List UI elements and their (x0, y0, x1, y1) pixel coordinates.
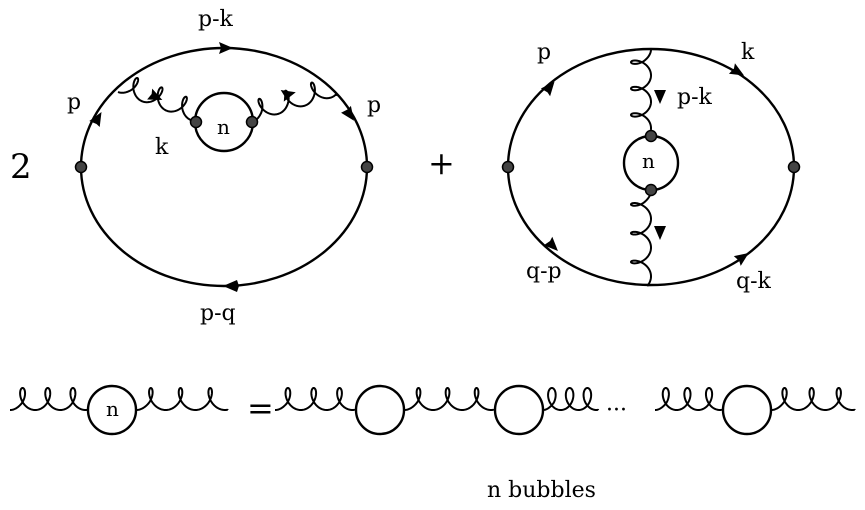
gluon-coil-right (251, 81, 337, 123)
vertex-right (787, 160, 801, 174)
arrow-top (219, 42, 233, 54)
label-top-right-momentum: k (741, 40, 755, 65)
label-bottom-right-momentum: q-k (736, 269, 771, 294)
quark-loop (79, 46, 369, 288)
bubble-chain-equation (10, 384, 856, 436)
vertex-left (501, 160, 515, 174)
equation-bubble-label-n: n (106, 397, 119, 421)
coefficient-two: 2 (10, 147, 32, 187)
label-left-momentum: p (67, 90, 82, 115)
label-right-momentum: p (367, 93, 382, 118)
ellipsis: ··· (606, 398, 627, 423)
label-top-momentum: p-k (198, 7, 233, 32)
arrow-gluon-top (654, 90, 666, 104)
vertex-bubble-top (644, 129, 658, 143)
vertex-bubble-left (189, 115, 203, 129)
bubble-label-n: n (217, 115, 230, 139)
lhs-coil-left (10, 387, 89, 412)
arrow-top-right (728, 63, 745, 76)
label-bottom-left-momentum: q-p (526, 259, 562, 284)
vertex-bubble-bottom (644, 183, 658, 197)
rhs-bubble-1 (354, 384, 406, 436)
rhs-coil-5 (771, 387, 856, 412)
diagram-one (74, 42, 374, 292)
lhs-coil-right (136, 387, 229, 412)
rhs-coil-2 (404, 387, 495, 412)
arrow-left (89, 111, 102, 128)
arrow-gluon-left (147, 88, 163, 100)
caption-n-bubbles: n bubbles (487, 478, 596, 503)
rhs-bubble-2 (493, 384, 545, 436)
arrow-gluon-bottom (654, 226, 666, 240)
vertex-left (74, 160, 88, 174)
diagram-two (501, 47, 801, 287)
label-top-left-momentum: p (537, 40, 552, 65)
bubble-label-n-2: n (642, 149, 655, 173)
arrow-gluon-right (280, 90, 296, 102)
gluon-coil-left (117, 76, 198, 123)
rhs-bubble-3 (721, 384, 773, 436)
gluon-coil-bottom (629, 190, 653, 287)
arrow-top-left (540, 81, 555, 97)
label-bottom-momentum: p-q (200, 301, 236, 326)
label-gluon-momentum: k (155, 135, 169, 160)
arrow-bottom-right (733, 252, 749, 266)
arrow-bottom-left (543, 236, 558, 251)
equals-sign: = (247, 389, 274, 427)
rhs-coil-1 (275, 387, 356, 412)
vertex-right (360, 160, 374, 174)
label-gluon-top-momentum: p-k (677, 85, 712, 110)
gluon-coil-top (629, 49, 653, 138)
arrow-right (341, 105, 355, 121)
arrow-bottom (223, 280, 239, 292)
rhs-coil-4 (655, 387, 723, 412)
vertex-bubble-right (245, 115, 259, 129)
plus-sign: + (428, 144, 455, 182)
rhs-coil-3 (543, 387, 600, 412)
